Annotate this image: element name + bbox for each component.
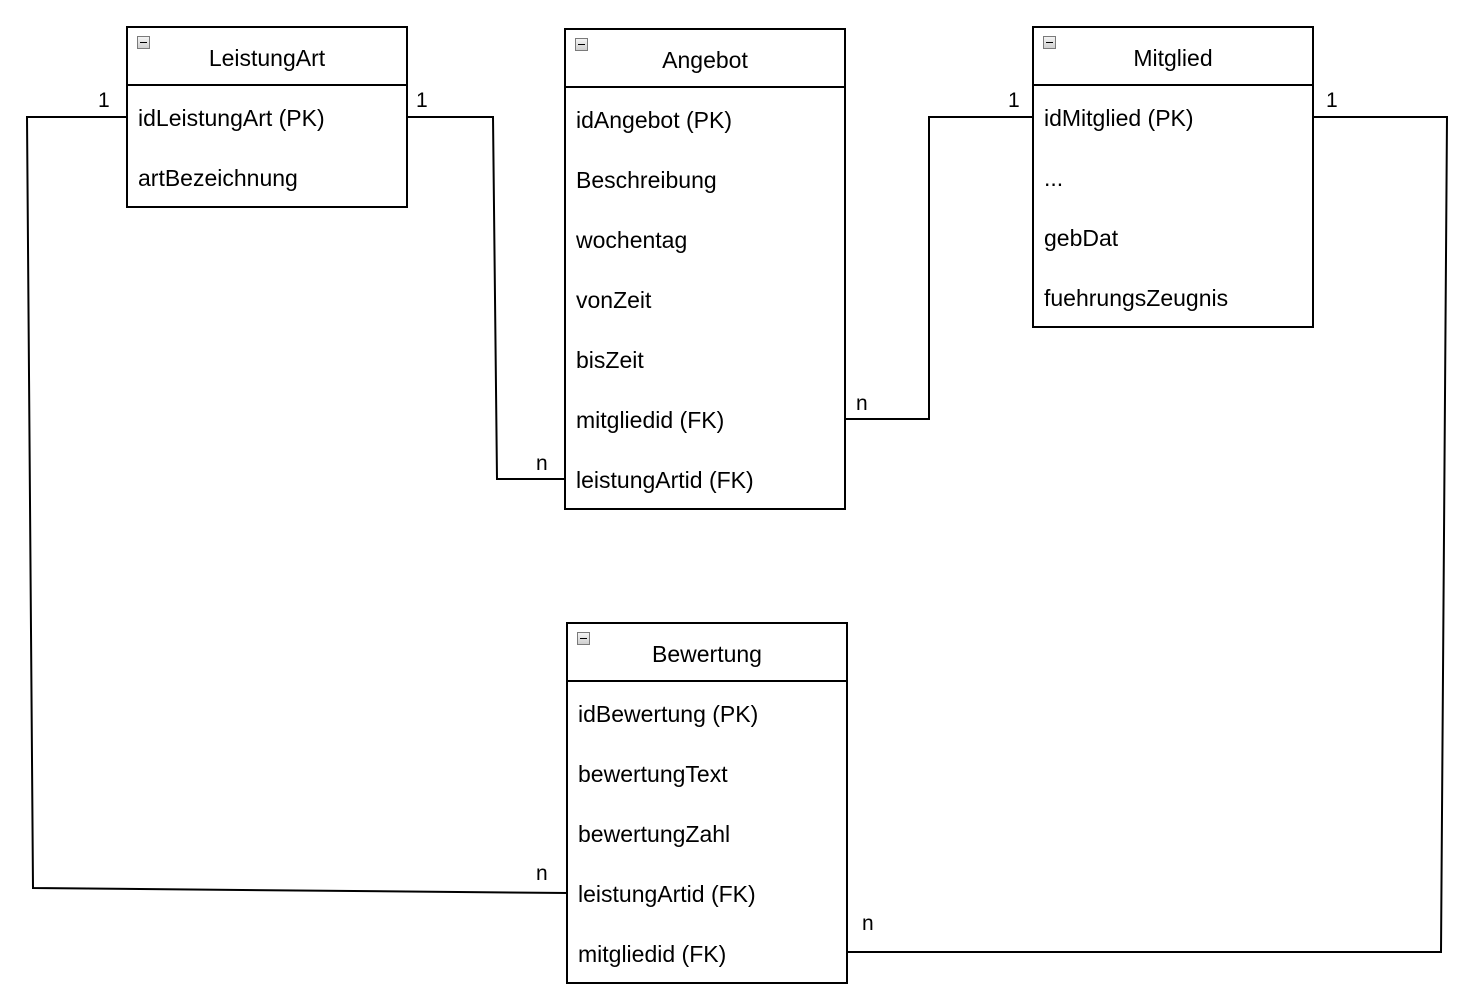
connector-leistungart-bewertung[interactable]	[25, 116, 569, 894]
connector-leistungart-angebot[interactable]	[407, 116, 566, 480]
attribute-list: idLeistungArt (PK) artBezeichnung	[128, 86, 406, 208]
attribute-row[interactable]: ...	[1044, 165, 1064, 191]
attribute-row[interactable]: vonZeit	[576, 287, 652, 313]
entity-mitglied[interactable]: Mitglied idMitglied (PK) ... gebDat fueh…	[1032, 26, 1314, 328]
cardinality-leistungart-angebot-target: n	[536, 452, 548, 475]
cardinality-leistungart-bewertung-target: n	[536, 862, 548, 885]
attribute-row[interactable]: bewertungZahl	[578, 821, 731, 847]
attribute-row[interactable]: gebDat	[1044, 225, 1119, 251]
cardinality-mitglied-bewertung-source: 1	[1326, 89, 1338, 112]
attribute-row[interactable]: fuehrungsZeugnis	[1044, 285, 1229, 311]
attribute-row[interactable]: mitgliedid (FK)	[578, 941, 727, 967]
attribute-row[interactable]: idLeistungArt (PK)	[138, 105, 325, 131]
cardinality-mitglied-bewertung-target: n	[862, 912, 874, 935]
attribute-row[interactable]: wochentag	[576, 227, 688, 253]
entity-header: Mitglied	[1034, 28, 1312, 86]
entity-title: LeistungArt	[208, 44, 326, 71]
attribute-row[interactable]: Beschreibung	[576, 167, 717, 193]
cardinality-leistungart-bewertung-source: 1	[98, 89, 110, 112]
attribute-row[interactable]: mitgliedid (FK)	[576, 407, 725, 433]
attribute-row[interactable]: idMitglied (PK)	[1044, 105, 1194, 131]
entity-header: Bewertung	[568, 624, 846, 682]
collapse-icon[interactable]	[137, 36, 150, 49]
attribute-list: idAngebot (PK) Beschreibung wochentag vo…	[566, 88, 844, 510]
attribute-row[interactable]: leistungArtid (FK)	[576, 467, 754, 493]
attribute-row[interactable]: bewertungText	[578, 761, 728, 787]
cardinality-mitglied-angebot-target: n	[856, 392, 868, 415]
cardinality-leistungart-angebot-source: 1	[416, 89, 428, 112]
attribute-row[interactable]: bisZeit	[576, 347, 644, 373]
collapse-icon[interactable]	[575, 38, 588, 51]
entity-header: LeistungArt	[128, 28, 406, 86]
entity-bewertung[interactable]: Bewertung idBewertung (PK) bewertungText…	[566, 622, 848, 984]
connector-mitglied-angebot[interactable]	[846, 116, 1033, 420]
collapse-icon[interactable]	[577, 632, 590, 645]
entity-title: Mitglied	[1133, 44, 1213, 71]
attribute-row[interactable]: idAngebot (PK)	[576, 107, 732, 133]
attribute-list: idMitglied (PK) ... gebDat fuehrungsZeug…	[1034, 86, 1312, 328]
cardinality-mitglied-angebot-source: 1	[1008, 89, 1020, 112]
connector-mitglied-bewertung[interactable]	[848, 116, 1449, 953]
attribute-row[interactable]: idBewertung (PK)	[578, 701, 759, 727]
entity-header: Angebot	[566, 30, 844, 88]
entity-title: Bewertung	[652, 640, 762, 667]
attribute-row[interactable]: leistungArtid (FK)	[578, 881, 756, 907]
entity-leistungart[interactable]: LeistungArt idLeistungArt (PK) artBezeic…	[126, 26, 408, 208]
attribute-row[interactable]: artBezeichnung	[138, 165, 298, 191]
entity-title: Angebot	[662, 46, 748, 73]
entity-angebot[interactable]: Angebot idAngebot (PK) Beschreibung woch…	[564, 28, 846, 510]
collapse-icon[interactable]	[1043, 36, 1056, 49]
attribute-list: idBewertung (PK) bewertungText bewertung…	[568, 682, 846, 984]
